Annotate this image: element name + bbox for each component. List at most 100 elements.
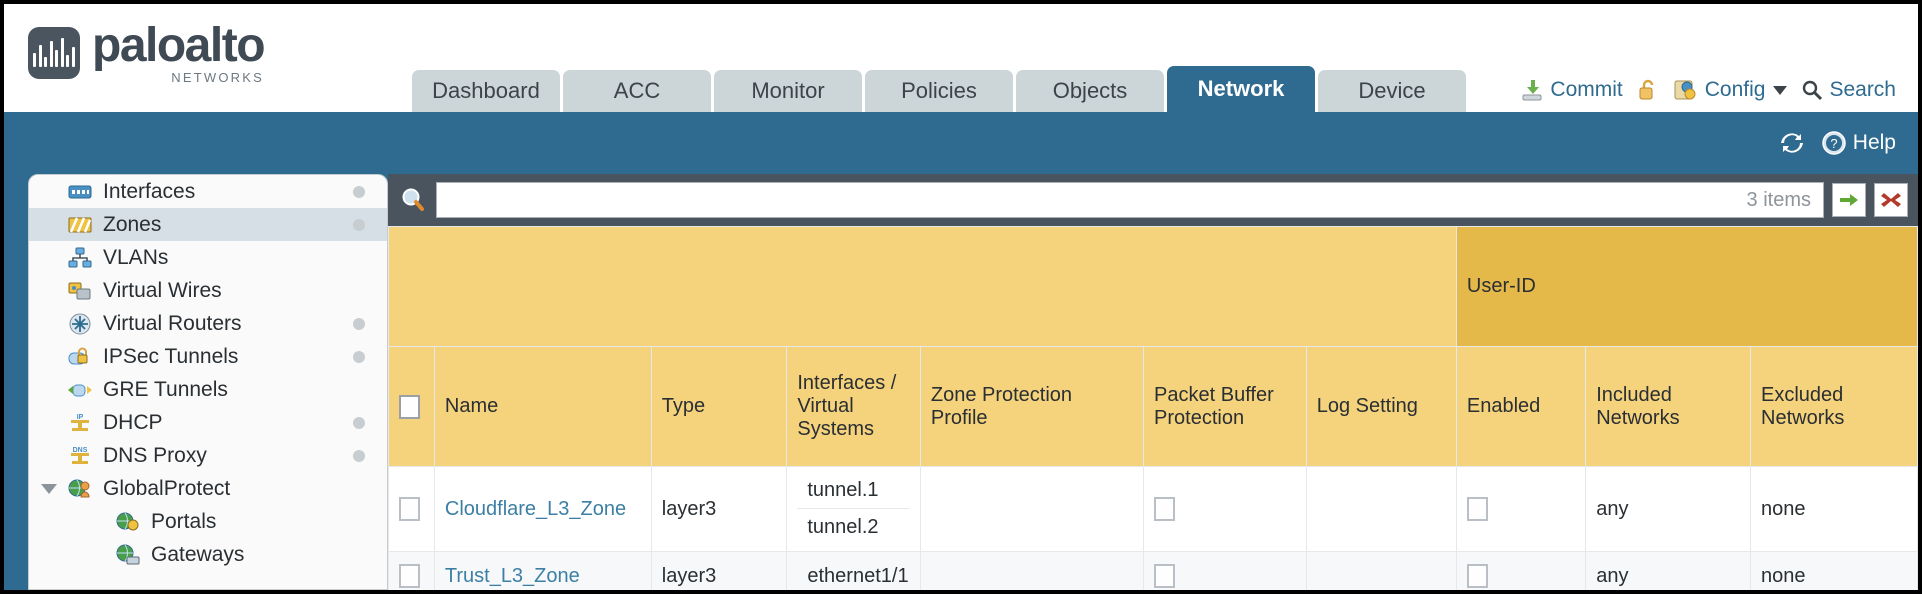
chevron-down-icon <box>1773 85 1788 95</box>
zone-name-link[interactable]: Cloudflare_L3_Zone <box>444 497 627 520</box>
tab-policies[interactable]: Policies <box>865 70 1013 112</box>
sidebar-item-globalprotect[interactable]: GlobalProtect <box>29 472 387 505</box>
zone-protection-profile-cell <box>919 551 1145 590</box>
dns-proxy-icon: DNS <box>65 445 95 467</box>
userid-enabled-checkbox[interactable] <box>1466 564 1488 588</box>
column-header-packet-buffer-protection[interactable]: Packet Buffer Protection <box>1143 346 1307 467</box>
packet-buffer-protection-cell <box>1143 466 1307 552</box>
sidebar-item-vlans[interactable]: VLANs <box>29 241 387 274</box>
zone-name-link[interactable]: Trust_L3_Zone <box>444 564 580 587</box>
sidebar-item-dns-proxy[interactable]: DNS DNS Proxy <box>29 439 387 472</box>
excluded-networks-cell: none <box>1750 466 1918 552</box>
help-icon: ? <box>1821 130 1847 156</box>
row-select-checkbox[interactable] <box>399 497 420 521</box>
column-header-type[interactable]: Type <box>650 346 788 467</box>
group-header-spacer <box>388 226 1457 347</box>
zones-icon <box>65 214 95 236</box>
select-all-header <box>388 346 435 467</box>
sidebar-status-dot <box>353 449 365 462</box>
gre-tunnels-icon <box>65 379 95 401</box>
sidebar-status-dot <box>353 218 365 231</box>
sidebar-item-label: DNS Proxy <box>103 443 207 467</box>
expand-collapse-icon[interactable] <box>41 483 57 494</box>
tab-network[interactable]: Network <box>1167 66 1315 112</box>
column-header-interfaces-virtual-systems[interactable]: Interfaces / Virtual Systems <box>786 346 921 467</box>
userid-enabled-cell <box>1455 551 1587 590</box>
main-content: 3 items <box>388 174 1918 590</box>
sidebar-item-label: Gateways <box>151 542 245 566</box>
sidebar-item-virtual-wires[interactable]: Virtual Wires <box>29 274 387 307</box>
userid-enabled-checkbox[interactable] <box>1466 497 1488 521</box>
sidebar-item-interfaces[interactable]: Interfaces <box>29 175 387 208</box>
tab-objects[interactable]: Objects <box>1016 70 1164 112</box>
paloalto-logo-icon <box>28 27 80 79</box>
help-button[interactable]: ? Help <box>1821 130 1896 156</box>
config-menu[interactable]: Config <box>1673 78 1788 102</box>
tab-dashboard[interactable]: Dashboard <box>412 70 560 112</box>
svg-text:DNS: DNS <box>73 447 88 454</box>
refresh-icon[interactable] <box>1779 131 1805 155</box>
packet-buffer-protection-checkbox[interactable] <box>1154 497 1176 521</box>
interface-entry: ethernet1/1 <box>807 564 909 587</box>
zone-name-cell: Trust_L3_Zone <box>433 551 652 590</box>
item-count: 3 items <box>1746 188 1811 211</box>
search-input[interactable]: 3 items <box>436 182 1824 218</box>
search-icon <box>1801 79 1823 101</box>
column-header-excluded-networks[interactable]: Excluded Networks <box>1750 346 1918 467</box>
clear-filter-button[interactable] <box>1874 183 1908 217</box>
sidebar-item-label: GRE Tunnels <box>103 377 228 401</box>
sidebar-item-label: Portals <box>151 509 217 533</box>
group-header-row: User-ID <box>388 226 1918 347</box>
svg-text:?: ? <box>1830 136 1837 151</box>
interface-entry: tunnel.1 <box>797 473 910 509</box>
search-button[interactable]: Search <box>1801 78 1896 102</box>
sidebar-item-label: Zones <box>103 212 162 236</box>
tab-acc[interactable]: ACC <box>563 70 711 112</box>
sidebar-item-label: Virtual Routers <box>103 311 242 335</box>
tab-monitor[interactable]: Monitor <box>714 70 862 112</box>
brand-tagline: NETWORKS <box>171 70 265 85</box>
ipsec-tunnels-icon <box>65 346 95 368</box>
zone-type-cell: layer3 <box>650 551 788 590</box>
zone-type-cell: layer3 <box>650 466 788 552</box>
packet-buffer-protection-cell <box>1143 551 1307 590</box>
sidebar-status-dot <box>353 416 365 429</box>
select-all-checkbox[interactable] <box>399 394 420 419</box>
config-icon <box>1673 78 1699 102</box>
sidebar-status-dot <box>353 350 365 363</box>
sidebar-item-zones[interactable]: Zones <box>29 208 387 241</box>
apply-filter-button[interactable] <box>1832 183 1866 217</box>
column-header-included-networks[interactable]: Included Networks <box>1585 346 1751 467</box>
commit-button[interactable]: Commit <box>1520 78 1623 102</box>
sidebar-item-ipsec-tunnels[interactable]: IPSec Tunnels <box>29 340 387 373</box>
interfaces-cell: ethernet1/1 <box>786 551 921 590</box>
column-header-name[interactable]: Name <box>433 346 652 467</box>
vlans-icon <box>65 247 95 269</box>
sidebar-item-virtual-routers[interactable]: Virtual Routers <box>29 307 387 340</box>
virtual-wires-icon <box>65 280 95 302</box>
unlocked-padlock-icon[interactable] <box>1637 78 1659 102</box>
row-select-checkbox[interactable] <box>399 564 420 588</box>
sidebar-item-gre-tunnels[interactable]: GRE Tunnels <box>29 373 387 406</box>
packet-buffer-protection-checkbox[interactable] <box>1154 564 1176 588</box>
sidebar-item-gateways[interactable]: Gateways <box>29 538 387 571</box>
gateways-icon <box>113 544 143 566</box>
sidebar-item-portals[interactable]: Portals <box>29 505 387 538</box>
column-header-log-setting[interactable]: Log Setting <box>1305 346 1457 467</box>
zone-protection-profile-cell <box>919 466 1145 552</box>
sub-banner: ? Help <box>4 112 1918 174</box>
column-header-enabled[interactable]: Enabled <box>1455 346 1587 467</box>
sidebar-status-dot <box>353 185 365 198</box>
interfaces-icon <box>65 181 95 203</box>
svg-text:IP: IP <box>77 414 84 421</box>
column-header-zone-protection-profile[interactable]: Zone Protection Profile <box>919 346 1145 467</box>
magnifier-icon[interactable] <box>398 185 428 215</box>
tab-device[interactable]: Device <box>1318 70 1466 112</box>
